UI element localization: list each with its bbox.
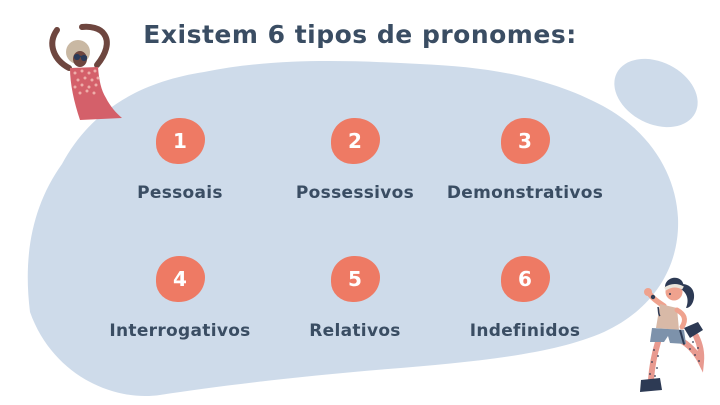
- item-number: 2: [348, 129, 362, 153]
- runner-front-shoe: [640, 378, 662, 392]
- runner-ponytail: [681, 284, 695, 308]
- item-number-badge: 5: [330, 256, 380, 302]
- pronoun-item-4: 4 Interrogativos: [85, 256, 275, 341]
- item-number-badge: 3: [500, 118, 550, 164]
- dancer-dress-dots: [73, 69, 100, 95]
- runner-leg-spots: [649, 341, 700, 377]
- item-number: 3: [518, 129, 532, 153]
- dancer-right-arm: [79, 23, 110, 68]
- dancer-dress: [70, 67, 122, 120]
- pronoun-item-5: 5 Relativos: [260, 256, 450, 341]
- runner-headband: [664, 284, 684, 291]
- item-number-badge: 4: [155, 256, 205, 302]
- runner-hip-arm: [674, 307, 687, 330]
- item-label: Possessivos: [295, 183, 415, 203]
- runner-front-leg: [648, 339, 661, 383]
- pronoun-item-3: 3 Demonstrativos: [430, 118, 620, 203]
- item-number-badge: 6: [500, 256, 550, 302]
- item-number-badge: 1: [155, 118, 205, 164]
- corner-blob: [614, 58, 698, 128]
- runner-shorts-stripe: [679, 329, 685, 345]
- item-label: Relativos: [309, 321, 401, 341]
- pronoun-item-2: 2 Possessivos: [260, 118, 450, 203]
- item-number: 5: [348, 267, 362, 291]
- item-label: Demonstrativos: [446, 183, 604, 203]
- pronoun-item-1: 1 Pessoais: [85, 118, 275, 203]
- pronoun-item-6: 6 Indefinidos: [430, 256, 620, 341]
- runner-shorts: [650, 328, 686, 344]
- runner-wristband: [650, 294, 656, 300]
- dancer-illustration: [49, 23, 122, 120]
- item-number: 4: [173, 267, 187, 291]
- item-label: Indefinidos: [469, 321, 581, 341]
- dancer-glasses: [73, 53, 88, 62]
- item-label: Pessoais: [137, 183, 223, 203]
- item-label: Interrogativos: [109, 321, 251, 341]
- slide-title: Existem 6 tipos de pronomes:: [143, 20, 577, 49]
- runner-raised-arm: [646, 290, 667, 309]
- item-number: 1: [173, 129, 187, 153]
- runner-tank-top: [656, 304, 679, 330]
- runner-eye: [669, 293, 671, 295]
- runner-back-shoe: [684, 322, 703, 338]
- runner-fist: [644, 288, 652, 296]
- item-number: 6: [518, 267, 532, 291]
- runner-back-leg: [677, 333, 705, 373]
- item-number-badge: 2: [330, 118, 380, 164]
- dancer-left-arm: [49, 27, 72, 71]
- runner-illustration: [640, 277, 705, 392]
- runner-chest-mark: [657, 306, 661, 317]
